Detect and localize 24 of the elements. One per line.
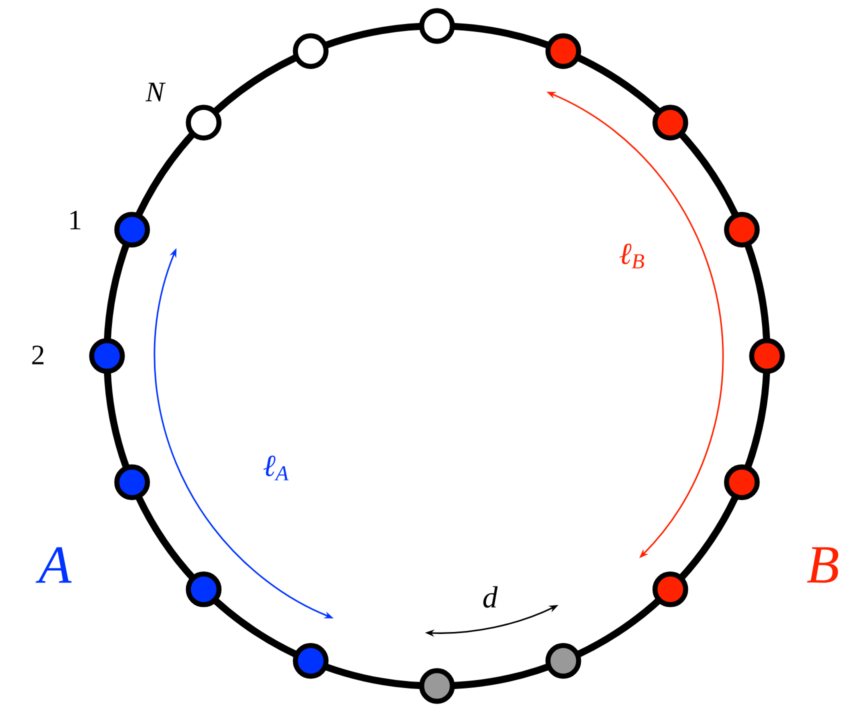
bead-circle bbox=[749, 338, 785, 374]
length-label: ℓ$_{B}$ bbox=[619, 244, 644, 268]
region-label: B bbox=[807, 547, 838, 583]
distance-label: d bbox=[483, 586, 498, 608]
bead-circle bbox=[186, 104, 222, 140]
bead-circle bbox=[292, 643, 329, 679]
bead-circle bbox=[89, 338, 125, 374]
bead-circle bbox=[545, 643, 582, 679]
site-label: 2 bbox=[32, 346, 44, 364]
site-label: N bbox=[145, 82, 166, 102]
bead-circle bbox=[419, 8, 455, 44]
bead-circle bbox=[292, 33, 329, 69]
bead-circle bbox=[724, 212, 760, 248]
bead-circle bbox=[419, 668, 455, 704]
bead-circle bbox=[652, 104, 688, 140]
bead-circle bbox=[114, 464, 150, 500]
site-label: 1 bbox=[70, 210, 80, 230]
bead-circle bbox=[652, 571, 688, 608]
bead-circle bbox=[545, 33, 582, 69]
bead-circle bbox=[724, 464, 760, 500]
length-label: ℓ$_{A}$ bbox=[263, 456, 289, 480]
region-label: A bbox=[36, 547, 72, 583]
bead-circle bbox=[186, 571, 222, 608]
bead-circle bbox=[114, 212, 150, 248]
